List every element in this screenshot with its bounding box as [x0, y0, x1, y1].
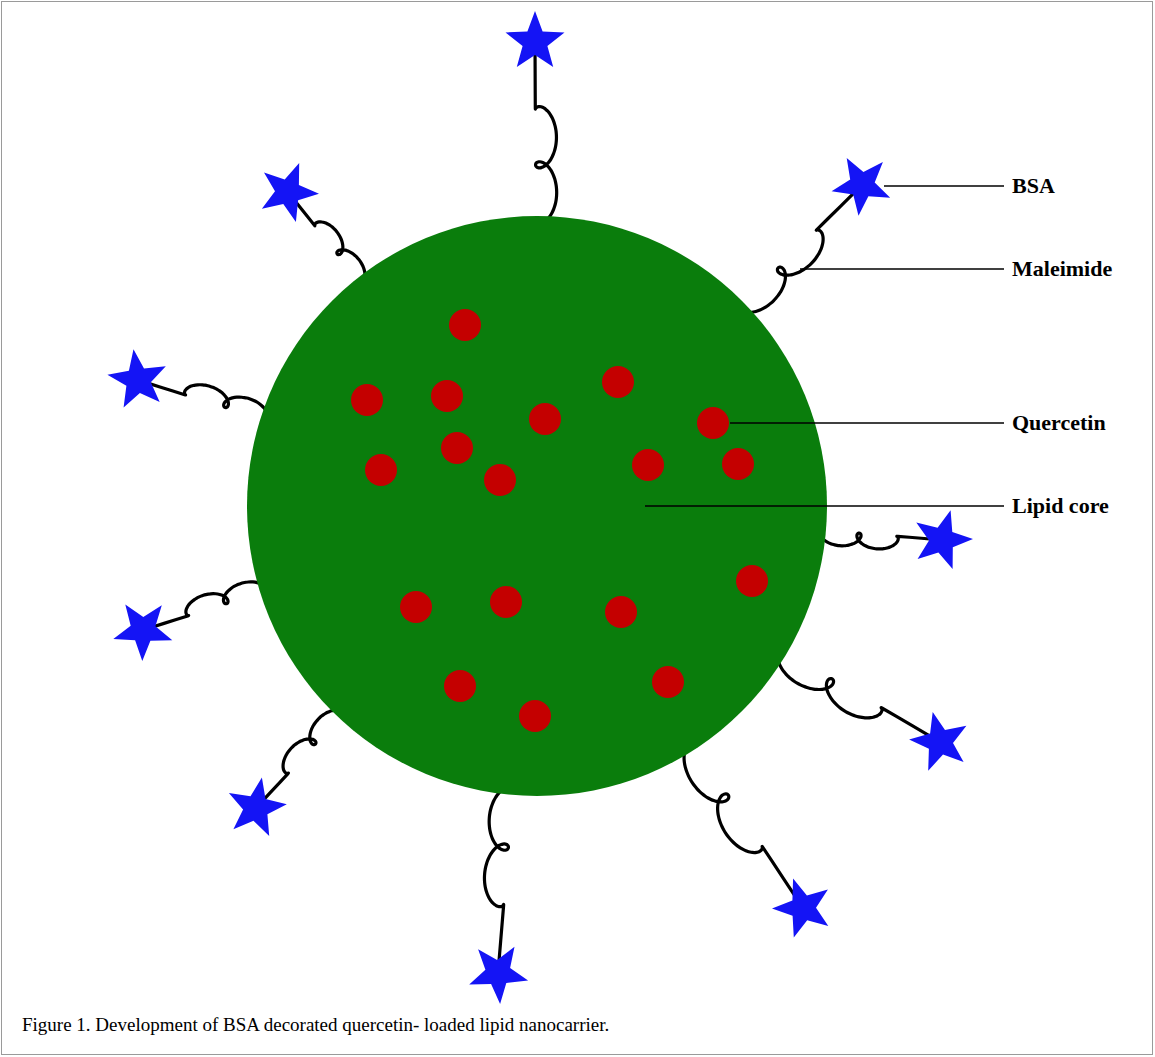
quercetin-dot: [736, 565, 768, 597]
quercetin-dot: [441, 432, 473, 464]
maleimide-strand: [484, 788, 513, 973]
maleimide-strands: [138, 42, 942, 973]
part-label: BSA: [1012, 173, 1055, 199]
maleimide-strand: [256, 710, 343, 808]
part-label: Maleimide: [1012, 256, 1112, 282]
leader-line: [800, 268, 1004, 270]
quercetin-dot: [519, 700, 551, 732]
bsa-star: [832, 158, 891, 216]
bsa-star: [229, 778, 287, 837]
bsa-star: [506, 11, 565, 67]
maleimide-strand: [535, 42, 557, 223]
bsa-star: [113, 605, 172, 662]
bsa-star: [469, 947, 528, 1004]
quercetin-dot: [529, 403, 561, 435]
leader-line: [645, 505, 1004, 507]
leader-lines: [645, 186, 1004, 506]
maleimide-strand: [684, 743, 803, 908]
bsa-star: [772, 879, 828, 938]
quercetin-dot: [431, 380, 463, 412]
bsa-star: [909, 712, 966, 771]
figure-caption: Figure 1. Development of BSA decorated q…: [22, 1013, 609, 1037]
quercetin-dots: [351, 309, 768, 732]
quercetin-dot: [605, 596, 637, 628]
quercetin-dot: [652, 666, 684, 698]
bsa-star: [916, 510, 973, 569]
maleimide-strand: [740, 185, 862, 312]
maleimide-strand: [288, 192, 365, 283]
quercetin-dot: [449, 309, 481, 341]
leader-line: [730, 422, 1004, 424]
quercetin-dot: [632, 449, 664, 481]
part-label: Lipid core: [1012, 493, 1109, 519]
quercetin-dot: [484, 464, 516, 496]
leader-line: [884, 185, 1004, 187]
quercetin-dot: [722, 448, 754, 480]
part-label: Quercetin: [1012, 410, 1106, 436]
quercetin-dot: [602, 366, 634, 398]
bsa-stars: [107, 11, 973, 1004]
quercetin-dot: [697, 407, 729, 439]
bsa-star: [107, 349, 165, 407]
quercetin-dot: [444, 670, 476, 702]
quercetin-dot: [400, 591, 432, 623]
bsa-star: [262, 163, 319, 222]
maleimide-strand: [778, 650, 940, 742]
quercetin-dot: [365, 454, 397, 486]
quercetin-dot: [351, 384, 383, 416]
quercetin-dot: [490, 586, 522, 618]
